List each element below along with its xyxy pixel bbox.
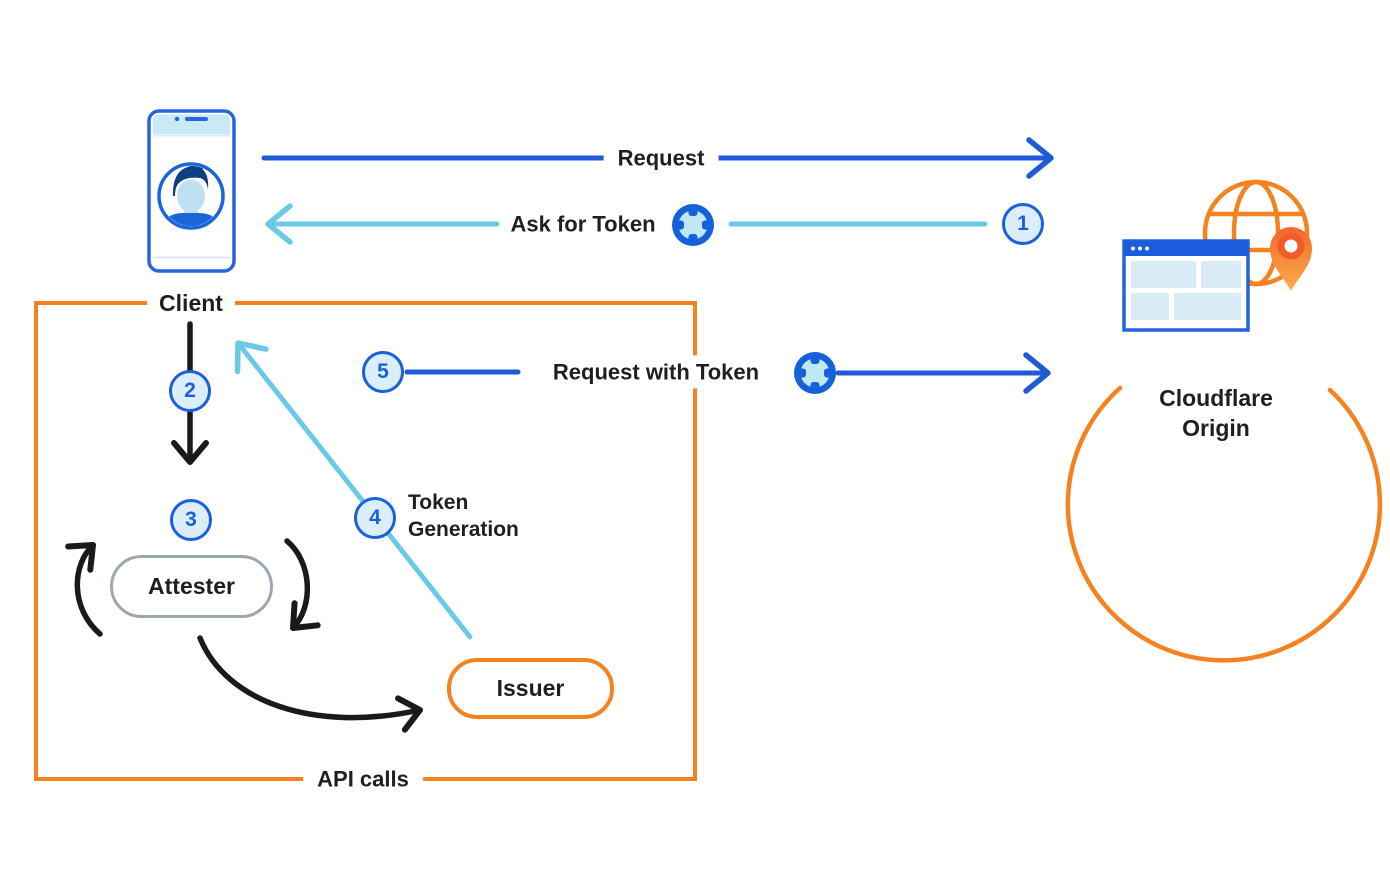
step-badge-4: 4 <box>354 497 396 539</box>
token-icon <box>794 352 836 394</box>
attester-to-issuer-arrow <box>197 635 423 733</box>
token-icon <box>672 204 714 246</box>
api-calls-label: API calls <box>303 764 423 794</box>
client-phone-icon <box>147 109 236 273</box>
phone-top-band <box>153 114 230 134</box>
attester-loop-right-arrow <box>284 538 321 631</box>
step-badge-1: 1 <box>1002 203 1044 245</box>
user-avatar-icon <box>157 162 225 230</box>
step-badge-5: 5 <box>362 351 404 393</box>
cloudflare-origin-line2: Origin <box>1182 415 1250 441</box>
attester-node: Attester <box>110 555 273 618</box>
phone-camera-dot <box>174 116 180 122</box>
browser-window-icon <box>1122 239 1250 332</box>
phone-speaker-bar <box>185 117 208 121</box>
issuer-node: Issuer <box>447 658 614 719</box>
ask-for-token-label: Ask for Token <box>510 211 656 237</box>
cloudflare-origin-label: Cloudflare Origin <box>1159 383 1273 443</box>
origin-circle <box>1065 385 1383 663</box>
step-badge-3: 3 <box>170 499 212 541</box>
client-label: Client <box>147 289 235 317</box>
token-generation-label: Token Generation <box>408 489 519 543</box>
location-pin-icon <box>1270 227 1312 291</box>
cloudflare-origin-icon <box>1065 179 1383 663</box>
request-with-token-label: Request with Token <box>542 355 770 389</box>
token-generation-line2: Generation <box>408 518 519 541</box>
cloudflare-origin-line1: Cloudflare <box>1159 385 1273 411</box>
request-label: Request <box>603 143 719 173</box>
token-generation-arrow <box>234 340 473 640</box>
token-generation-line1: Token <box>408 491 469 514</box>
attester-loop-left-arrow <box>65 542 103 637</box>
step-badge-2: 2 <box>169 370 211 412</box>
